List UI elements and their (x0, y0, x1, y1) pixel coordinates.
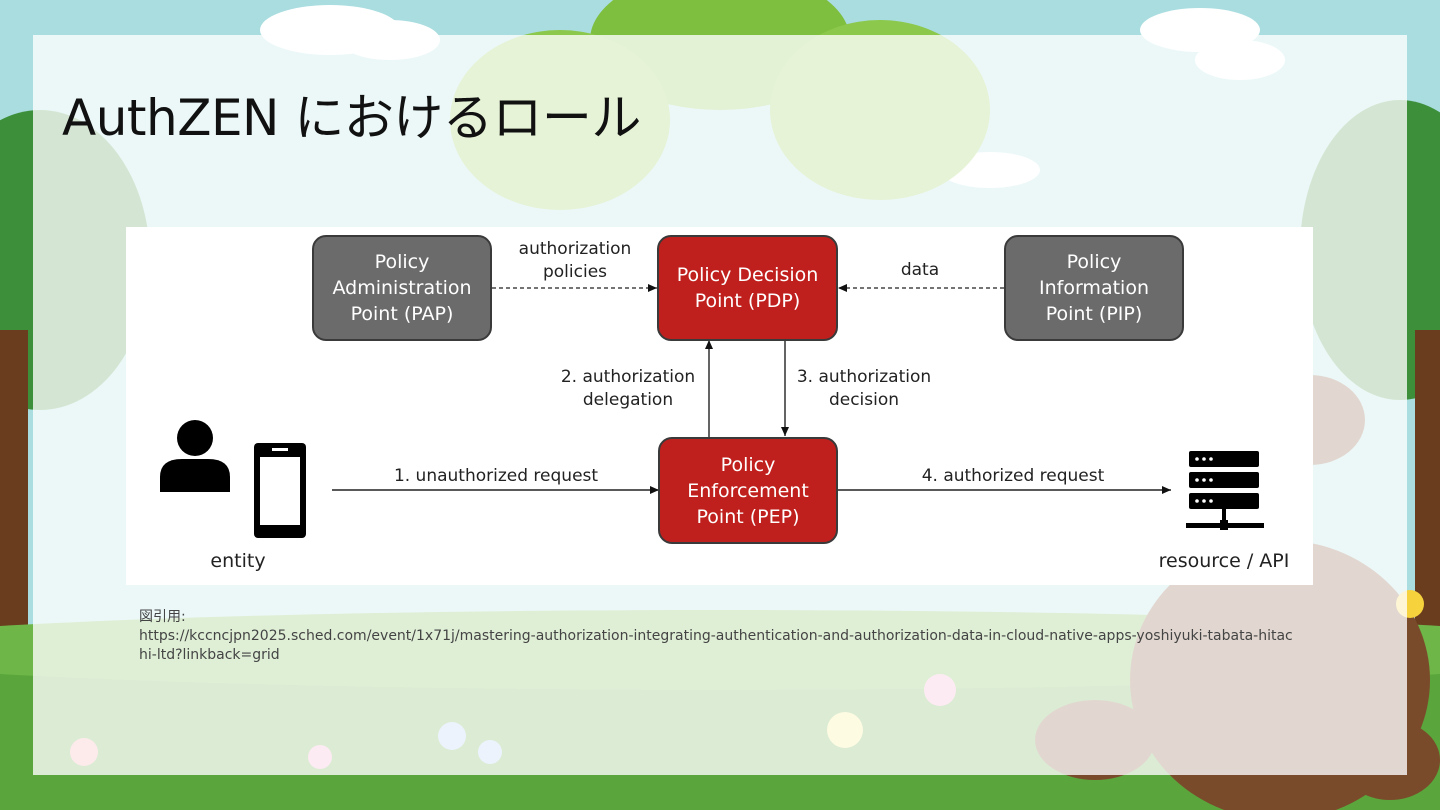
label-authorization-policies: authorization policies (518, 239, 632, 282)
label-authorization-delegation: 2. authorization delegation (560, 367, 696, 410)
node-pap: Policy Administration Point (PAP) (312, 235, 492, 341)
diagram-connectors (160, 284, 1264, 538)
label-resource-api: resource / API (1158, 550, 1290, 572)
label-entity: entity (210, 550, 266, 572)
node-pdp: Policy Decision Point (PDP) (657, 235, 838, 341)
label-authorization-decision: 3. authorization decision (796, 367, 932, 410)
node-pep: Policy Enforcement Point (PEP) (658, 437, 838, 544)
person-icon (160, 420, 230, 492)
figure-citation: 図引用: https://kccncjpn2025.sched.com/even… (139, 608, 1299, 665)
citation-url: https://kccncjpn2025.sched.com/event/1x7… (139, 628, 1293, 663)
node-pip: Policy Information Point (PIP) (1004, 235, 1184, 341)
label-authorized-request: 4. authorized request (921, 466, 1105, 486)
label-data: data (900, 260, 940, 280)
slide-title: AuthZEN におけるロール (62, 89, 641, 147)
citation-label: 図引用: (139, 609, 186, 625)
smartphone-icon (254, 443, 306, 538)
server-icon (1186, 451, 1264, 530)
label-unauthorized-request: 1. unauthorized request (393, 466, 599, 486)
authzen-roles-diagram: Policy Administration Point (PAP) Policy… (126, 227, 1313, 585)
